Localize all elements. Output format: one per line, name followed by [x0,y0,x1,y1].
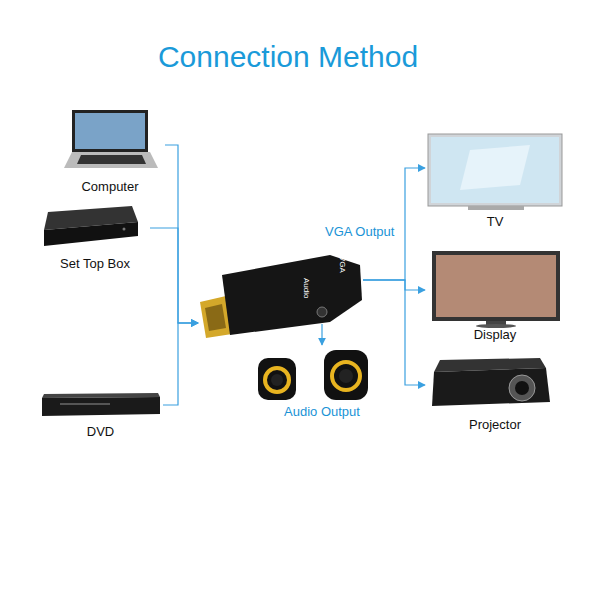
laptop-lid [72,110,148,152]
laptop-picture [64,110,158,168]
connector-line [150,228,198,323]
device-label: TV [487,214,504,230]
tv-stand [468,206,524,210]
device-label: Audio Output [284,404,360,420]
display-frame [432,251,560,321]
device-label: Projector [469,417,521,433]
connector-line [163,323,198,405]
adapter-body [222,255,362,335]
box-light [123,228,126,231]
left-speaker-cone [271,374,283,386]
projector-lens [509,375,535,401]
diagram-title: Connection Method [0,40,576,74]
device-label: Computer [81,179,138,195]
tv-picture [428,134,562,210]
display-picture [432,251,560,328]
output-label: VGA Output [325,224,394,239]
projector-lens-core [515,381,529,395]
tv-screen [431,137,559,203]
laptop-screen [75,113,145,149]
projector-picture [432,358,550,406]
projector-body [432,368,550,406]
port-marking: VGA [338,256,347,273]
left-speaker-ring [265,368,289,392]
speaker-output: Audio Output [250,345,394,420]
hdmi-slot [205,304,226,331]
laptop-base [64,152,158,168]
connector-line [363,280,425,290]
adapter-picture [200,255,362,338]
projector-device: Projector [425,355,565,433]
adapter-box: VGA Audio [198,252,363,324]
connector-line [165,145,198,323]
set-top-box-picture [44,206,138,246]
display-device: Display [425,248,565,343]
left-speaker [258,358,296,400]
set-top-box-device: Set Top Box [40,200,150,272]
right-speaker [324,350,368,400]
right-speaker-ring [332,362,360,390]
device-label: Set Top Box [60,256,130,272]
port-marking: Audio [302,278,311,298]
dvd-tray [60,403,110,405]
tv-device: TV [425,130,565,230]
connector-line [363,280,425,385]
audio-jack [317,307,327,317]
speakers-picture [258,350,368,400]
dvd-picture [42,393,160,416]
right-speaker-cone [339,369,353,383]
connector-line [321,324,322,345]
dvd-front [42,397,160,416]
device-label: DVD [87,424,114,440]
dvd-device: DVD [38,388,163,440]
display-screen [436,255,556,317]
computer-device: Computer [55,105,165,195]
tv-glare [460,145,530,190]
device-label: Display [474,327,517,343]
tv-frame [428,134,562,206]
laptop-keyboard [77,155,146,164]
box-front [44,222,138,246]
